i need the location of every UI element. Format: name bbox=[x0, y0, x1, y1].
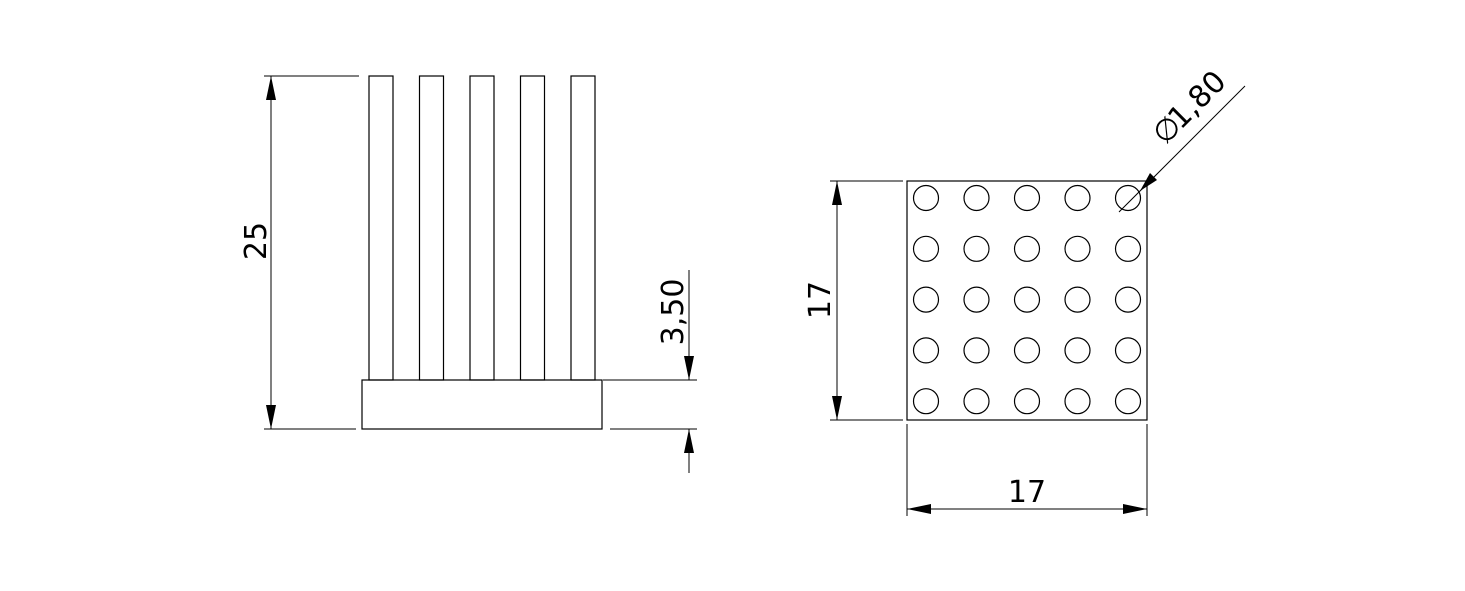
heatsink-base bbox=[361, 379, 603, 430]
heatsink-pin bbox=[1013, 184, 1041, 212]
pin-grid bbox=[912, 184, 1142, 415]
heatsink-pin bbox=[1013, 286, 1041, 313]
side-view: 25 3,50 bbox=[239, 75, 697, 473]
heatsink-pin bbox=[1114, 286, 1142, 313]
heatsink-pin bbox=[1114, 337, 1142, 364]
heatsink-fin bbox=[469, 75, 495, 381]
arrowhead-bottom bbox=[684, 429, 694, 453]
heatsink-fins bbox=[368, 75, 596, 381]
heatsink-pin bbox=[1114, 388, 1142, 415]
heatsink-pin bbox=[963, 235, 990, 262]
dimension-top-height: 17 bbox=[803, 180, 903, 421]
heatsink-pin bbox=[1064, 388, 1091, 415]
heatsink-pin bbox=[1013, 235, 1041, 262]
heatsink-pin bbox=[1064, 235, 1091, 262]
arrowhead-left bbox=[907, 504, 931, 514]
heatsink-pin bbox=[912, 337, 940, 364]
heatsink-pin bbox=[1064, 337, 1091, 364]
heatsink-pin bbox=[912, 184, 940, 212]
arrowhead-top bbox=[684, 356, 694, 380]
heatsink-pin bbox=[963, 337, 990, 364]
arrowhead-top bbox=[832, 181, 842, 205]
heatsink-pin bbox=[1114, 235, 1142, 262]
arrowhead-top bbox=[266, 76, 276, 100]
heatsink-fin bbox=[570, 75, 596, 381]
heatsink-fin bbox=[519, 75, 546, 381]
heatsink-pin bbox=[1064, 184, 1091, 212]
dimension-top-width: 17 bbox=[906, 424, 1148, 516]
heatsink-pin bbox=[963, 388, 990, 415]
heatsink-pin bbox=[912, 235, 940, 262]
arrowhead-bottom bbox=[266, 405, 276, 429]
top-view: 17 17 ∅ 1,80 bbox=[803, 64, 1246, 516]
dimension-label-base-height: 3,50 bbox=[656, 279, 691, 346]
diameter-label: ∅ 1,80 bbox=[1146, 64, 1234, 152]
heatsink-pin bbox=[1013, 337, 1041, 364]
heatsink-pin bbox=[1114, 184, 1142, 212]
heatsink-pin bbox=[1064, 286, 1091, 313]
heatsink-pin bbox=[963, 286, 990, 313]
dimension-total-height: 25 bbox=[239, 75, 359, 430]
heatsink-fin bbox=[418, 75, 445, 381]
arrowhead-right bbox=[1123, 504, 1147, 514]
heatsink-pin bbox=[912, 388, 940, 415]
heatsink-pin bbox=[912, 286, 940, 313]
heatsink-pin bbox=[1013, 388, 1041, 415]
dimension-base-height: 3,50 bbox=[603, 270, 697, 473]
heatsink-pin bbox=[963, 184, 990, 212]
dimension-label-top-height: 17 bbox=[803, 281, 838, 319]
dimension-label-total-height: 25 bbox=[239, 222, 274, 260]
heatsink-outline bbox=[906, 180, 1148, 421]
arrowhead-bottom bbox=[832, 396, 842, 420]
leader-arrowhead bbox=[1140, 173, 1157, 191]
heatsink-fin bbox=[368, 75, 394, 381]
dimension-label-top-width: 17 bbox=[1008, 475, 1046, 510]
